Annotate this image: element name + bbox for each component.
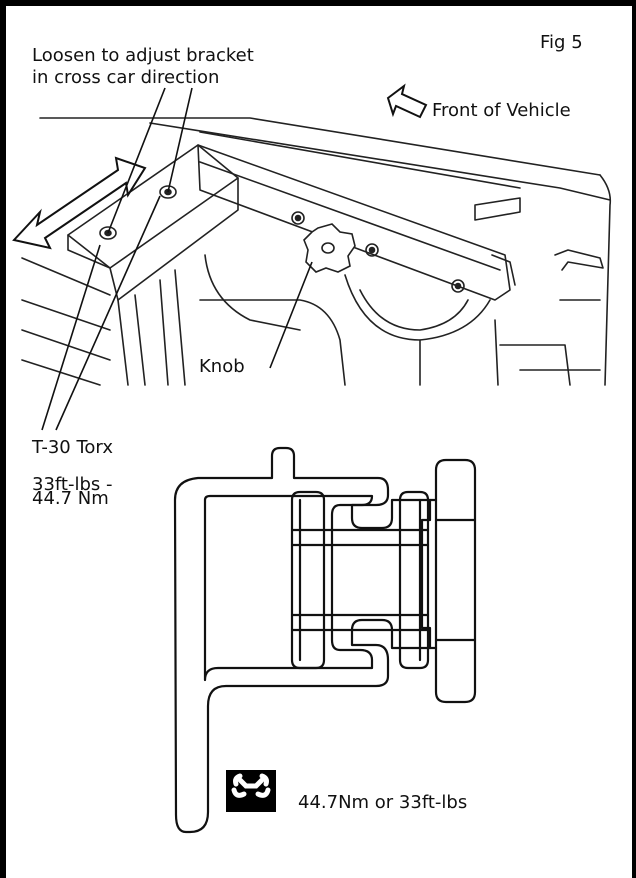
leader-lines [41,87,313,431]
t-bolt-right [398,490,430,670]
arrow-left-outline-icon [386,83,428,119]
torque-label-line1: 33ft-lbs - [32,474,113,495]
bracket-profile-inner [203,494,374,682]
knob-label: Knob [197,356,247,377]
torx-label: T-30 Torx [32,437,113,458]
mount-plate [434,458,477,704]
loosen-callout-line2: in cross car direction [32,67,220,88]
knob [303,223,356,273]
bracket-profile [173,446,432,834]
bed-lip [554,249,604,271]
rail-upper-line [149,122,611,201]
rail-top-edge [39,117,601,176]
loosen-callout-line1: Loosen to adjust bracket [32,45,254,66]
figure-label: Fig 5 [540,32,583,53]
torque-spec: 44.7Nm or 33ft-lbs [298,792,468,813]
t-bolt-left [290,490,326,670]
torque-label-line2: 44.7 Nm [32,488,109,509]
bed-slot [474,197,521,221]
bed-right-edge [599,174,612,386]
cross-car-arrow [12,156,147,250]
bracket-bar [197,144,511,301]
rail-inner-line [199,131,521,189]
crossbar-side [109,177,239,301]
wrench-icon [226,770,276,812]
front-of-vehicle-label: Front of Vehicle [432,100,571,121]
